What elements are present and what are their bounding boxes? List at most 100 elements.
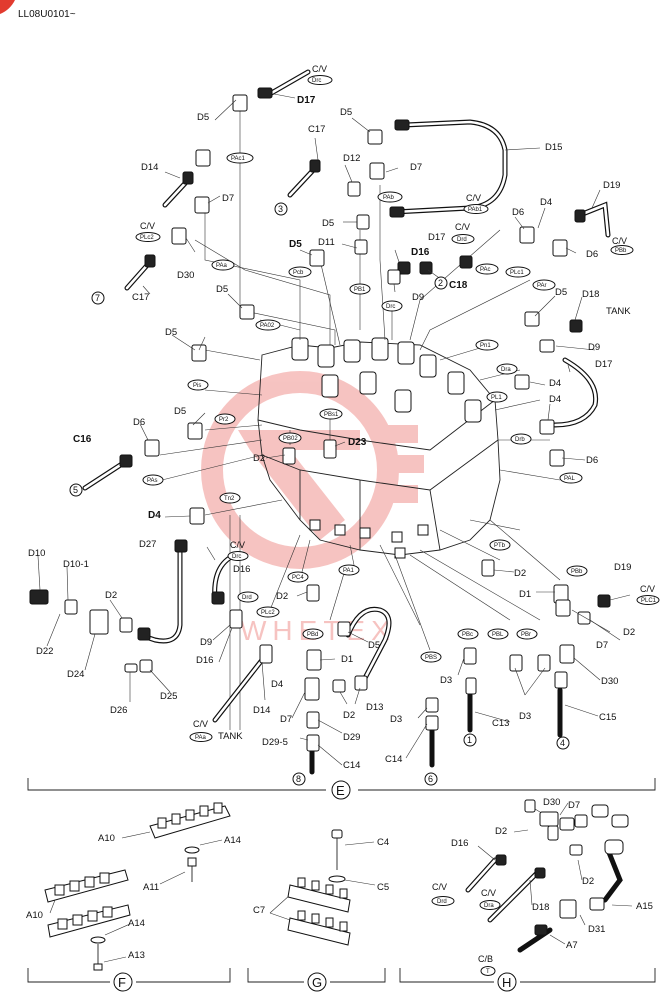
port-cv-drd-mid: C/V Drd xyxy=(451,222,475,244)
label-a11: A11 xyxy=(143,882,159,893)
label-d5-c: D5 xyxy=(322,218,334,229)
svg-text:2: 2 xyxy=(438,278,443,288)
label-c4: C4 xyxy=(377,837,389,848)
port-pb1: PB1 xyxy=(349,283,371,295)
svg-text:PA02: PA02 xyxy=(260,323,275,329)
svg-text:PAs: PAs xyxy=(147,478,158,484)
svg-text:7: 7 xyxy=(95,293,100,303)
label-d12: D12 xyxy=(343,153,360,164)
svg-text:Tn2: Tn2 xyxy=(224,496,235,502)
svg-text:PAa: PAa xyxy=(216,263,228,269)
label-d10: D10 xyxy=(28,548,45,559)
svg-text:E: E xyxy=(336,783,345,798)
port-cv-pab1: C/V PAb1 xyxy=(463,193,489,214)
svg-text:G: G xyxy=(312,975,322,990)
port-par: PAr xyxy=(532,279,556,291)
label-c14-a: C14 xyxy=(343,760,360,771)
port-pl1: PL1 xyxy=(486,391,508,403)
svg-text:3: 3 xyxy=(278,204,283,214)
port-pbl: PBL xyxy=(487,628,509,640)
port-pis: Pis xyxy=(187,379,209,391)
svg-text:5: 5 xyxy=(73,485,78,495)
label-d29: D29 xyxy=(343,732,360,743)
label-d26: D26 xyxy=(110,705,127,716)
label-d18-h: D18 xyxy=(532,902,549,913)
svg-text:C/V: C/V xyxy=(312,64,327,74)
circled-number-5: 5 xyxy=(69,483,83,497)
label-d16-mid: D16 xyxy=(411,247,430,258)
label-d24: D24 xyxy=(67,669,84,680)
svg-text:PAb: PAb xyxy=(383,195,395,201)
svg-text:C/V: C/V xyxy=(481,888,496,898)
svg-text:Pcb: Pcb xyxy=(293,270,304,276)
port-cv-plc1-r: C/V PLC1 xyxy=(636,584,660,605)
label-d2-h2: D2 xyxy=(582,876,594,887)
svg-text:H: H xyxy=(502,975,511,990)
circled-number-3: 3 xyxy=(274,202,288,216)
svg-text:PBL: PBL xyxy=(492,632,504,638)
circled-number-1: 1 xyxy=(463,733,477,747)
port-pbs: PBS xyxy=(420,651,442,663)
port-ovals: C/V Drc PAc1 PAb C/V PAb1 C/V PLc2 C/V D… xyxy=(135,64,660,976)
label-d4-r1: D4 xyxy=(549,378,561,389)
svg-text:C/V: C/V xyxy=(466,193,481,203)
port-pbs1: PBs1 xyxy=(319,408,343,420)
label-d17-r: D17 xyxy=(595,359,612,370)
tank-bottom-label: TANK xyxy=(218,731,243,742)
corner-mark xyxy=(0,0,15,14)
parts-h xyxy=(495,799,629,936)
svg-text:Dra: Dra xyxy=(484,903,494,909)
port-pac: PAc xyxy=(475,263,499,275)
label-d19-r: D19 xyxy=(614,562,631,573)
label-d7-h: D7 xyxy=(568,800,580,811)
circled-number-7: 7 xyxy=(91,291,105,305)
svg-text:C/B: C/B xyxy=(478,954,493,964)
port-pbc: PBc xyxy=(457,628,479,640)
label-d2-c2: D2 xyxy=(343,710,355,721)
svg-text:Pn1: Pn1 xyxy=(480,343,491,349)
port-pc4: PC4 xyxy=(287,571,309,583)
label-c13: C13 xyxy=(492,718,509,729)
section-bracket-f xyxy=(27,968,231,983)
port-cv-dra-h: C/V Dra xyxy=(479,888,501,910)
label-a10-b: A10 xyxy=(26,910,43,921)
svg-text:Drb: Drb xyxy=(515,437,525,443)
port-cv-paa: C/V PAa xyxy=(189,719,213,742)
circled-number-4: 4 xyxy=(556,736,570,750)
svg-text:PAb1: PAb1 xyxy=(468,207,483,213)
label-d30-top: D30 xyxy=(177,270,194,281)
svg-text:6: 6 xyxy=(428,774,433,784)
svg-text:PB1: PB1 xyxy=(354,287,366,293)
port-pbd: PBd xyxy=(302,628,324,640)
label-d5-e: D5 xyxy=(216,284,228,295)
label-d7-c: D7 xyxy=(280,714,292,725)
label-d1-c: D1 xyxy=(341,654,353,665)
port-cv-drd-h: C/V Drd xyxy=(431,882,455,906)
label-c15: C15 xyxy=(599,712,616,723)
svg-text:PAc: PAc xyxy=(480,267,491,273)
svg-text:PC4: PC4 xyxy=(292,575,304,581)
label-d5-i: D5 xyxy=(368,640,380,651)
clamp-parts-g xyxy=(287,829,351,946)
watermark-logo: WHETEX xyxy=(201,371,424,646)
label-d3-a: D3 xyxy=(440,675,452,686)
svg-text:Drc: Drc xyxy=(312,78,321,84)
label-a15: A15 xyxy=(636,901,653,912)
svg-text:Drc: Drc xyxy=(232,554,241,560)
port-cv-drc-top: C/V Drc xyxy=(307,64,333,85)
label-c16: C16 xyxy=(73,434,92,445)
label-c17-top: C17 xyxy=(308,124,325,135)
section-e: E xyxy=(331,780,351,800)
label-a14-b: A14 xyxy=(128,918,145,929)
label-d2-c: D2 xyxy=(276,591,288,602)
fittings xyxy=(29,87,611,752)
control-valve-body xyxy=(257,337,501,559)
port-pa1: PA1 xyxy=(338,564,360,576)
label-d7-b: D7 xyxy=(222,193,234,204)
svg-text:PBr: PBr xyxy=(521,632,531,638)
label-d5-f: D5 xyxy=(555,287,567,298)
leader-lines xyxy=(37,93,633,963)
svg-text:Drd: Drd xyxy=(437,899,447,905)
section-g: G xyxy=(307,972,327,992)
